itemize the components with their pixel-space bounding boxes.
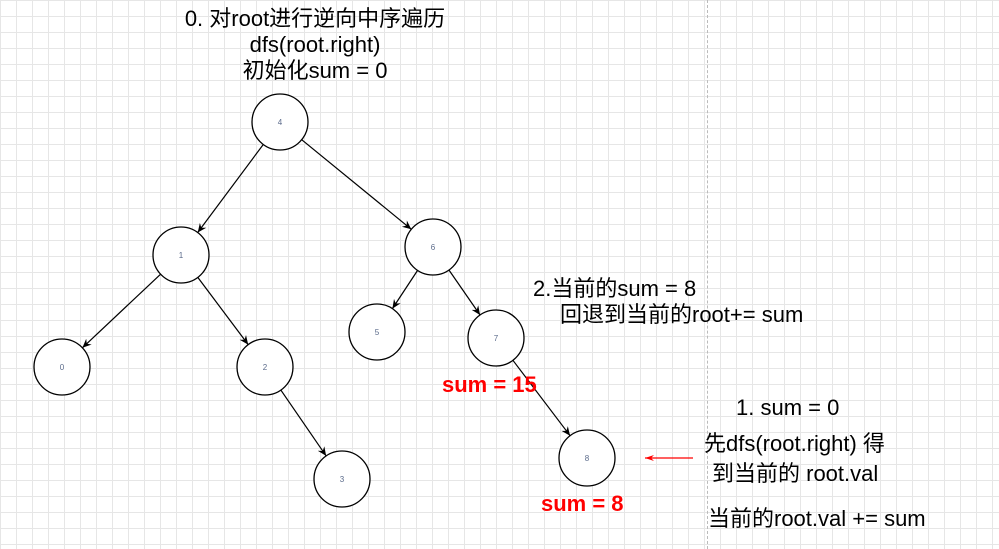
node-label: 0 <box>60 363 65 372</box>
edge-2-3 <box>280 389 327 457</box>
node-label: 6 <box>431 243 436 252</box>
step1-line: 到当前的 root.val <box>712 461 879 486</box>
node-label: 7 <box>494 334 499 343</box>
edge-4-1 <box>197 144 264 233</box>
node-label: 3 <box>340 475 345 484</box>
step2-line: 回退到当前的root+= sum <box>560 302 804 327</box>
tree-node-1[interactable]: 1 <box>152 226 210 284</box>
edge-6-5 <box>391 270 419 309</box>
node-circle <box>33 338 91 396</box>
edge-6-7 <box>448 269 481 316</box>
tree-node-5[interactable]: 5 <box>348 303 406 361</box>
title-line: 初始化sum = 0 <box>242 58 388 83</box>
node-circle <box>236 338 294 396</box>
tree-node-0[interactable]: 0 <box>33 338 91 396</box>
sum-label-node7: sum = 15 <box>442 372 537 397</box>
tree-node-6[interactable]: 6 <box>404 218 462 276</box>
edge-1-0 <box>81 273 162 349</box>
step1-sum: 1. sum = 0 <box>736 395 840 420</box>
tree-node-3[interactable]: 3 <box>313 450 371 508</box>
node-circle <box>152 226 210 284</box>
node-label: 2 <box>263 363 268 372</box>
node-circle <box>467 309 525 367</box>
tree-node-2[interactable]: 2 <box>236 338 294 396</box>
page-divider <box>707 0 708 549</box>
tree-node-4[interactable]: 4 <box>251 93 309 151</box>
edge-1-2 <box>197 277 249 345</box>
node-circle <box>251 93 309 151</box>
edge-4-6 <box>301 139 412 230</box>
sum-label-node8: sum = 8 <box>541 491 624 516</box>
edge-7-8 <box>512 359 571 437</box>
node-label: 8 <box>585 454 590 463</box>
tree-node-8[interactable]: 8 <box>558 429 616 487</box>
tree-node-7[interactable]: 7 <box>467 309 525 367</box>
step2-line: 2.当前的sum = 8 <box>533 276 697 301</box>
title-line: 0. 对root进行逆向中序遍历 <box>184 6 446 31</box>
node-label: 5 <box>375 328 380 337</box>
node-label: 1 <box>179 251 184 260</box>
node-label: 4 <box>278 118 283 127</box>
step1-line: 当前的root.val += sum <box>708 506 926 531</box>
node-circle <box>558 429 616 487</box>
node-circle <box>348 303 406 361</box>
title-annotation: 0. 对root进行逆向中序遍历 dfs(root.right) 初始化sum … <box>150 6 480 84</box>
node-circle <box>313 450 371 508</box>
node-circle <box>404 218 462 276</box>
step1-line: 先dfs(root.right) 得 <box>704 431 885 456</box>
step2-annotation: 2.当前的sum = 8 回退到当前的root+= sum <box>533 276 803 328</box>
title-line: dfs(root.right) <box>249 32 381 57</box>
